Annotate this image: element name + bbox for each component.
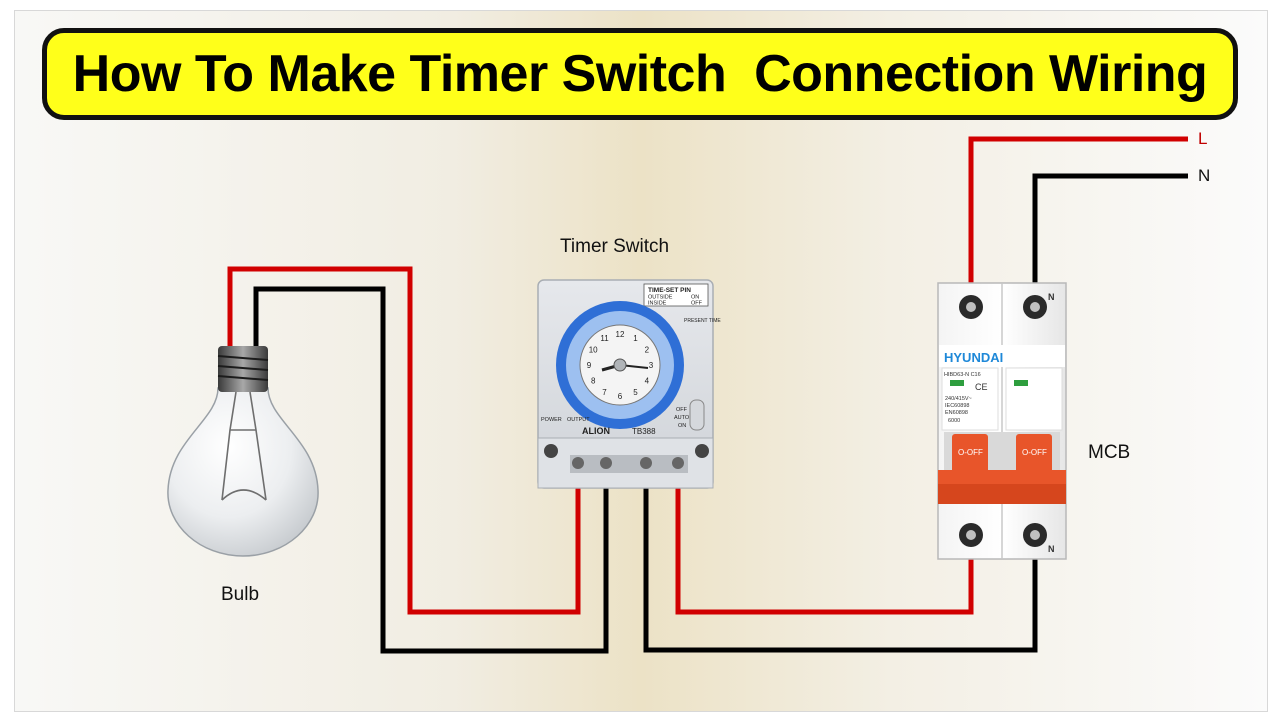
bulb-filament [221, 391, 267, 501]
timer-switch-label: Timer Switch [560, 236, 670, 257]
wire-timer-neutral-to-mcb [643, 468, 1038, 653]
bulb-label: Bulb [221, 584, 260, 605]
page-title: How To Make Timer Switch Connection Wiri… [72, 45, 1208, 103]
mcb-capacity: 6000 [948, 418, 960, 424]
timer-dial-number: 2 [645, 346, 650, 355]
mcb-standard-1: IEC60898 [945, 403, 969, 409]
timer-brand: ALION [582, 426, 610, 436]
timer-dial-number: 4 [645, 377, 650, 386]
mcb-standard-2: EN60898 [945, 410, 968, 416]
timer-switch-off: OFF [676, 407, 688, 413]
mcb-lever-left[interactable] [952, 434, 988, 474]
timer-legend-box [643, 283, 709, 307]
timer-dial-number: 10 [589, 346, 598, 355]
timer-terminals [570, 455, 688, 473]
wires [227, 136, 1188, 654]
timer-mode-switch[interactable] [689, 399, 705, 431]
timer-dial-number: 7 [602, 388, 607, 397]
timer-dial-number: 9 [587, 361, 592, 370]
mcb-lever-right-text: O-OFF [1022, 448, 1047, 457]
timer-legend-outside: OUTSIDE [648, 295, 673, 301]
mcb-label: MCB [1088, 442, 1131, 463]
supply-line-label: L [1198, 129, 1208, 148]
mcb-brand: HYUNDAI [944, 350, 1003, 365]
supply-neutral-label: N [1198, 166, 1211, 185]
bulb-icon [167, 346, 319, 557]
timer-dial-number: 6 [618, 392, 623, 401]
timer-model: TB388 [632, 427, 656, 436]
timer-dial-number: 12 [616, 330, 625, 339]
timer-legend-title: TIME-SET PIN [648, 287, 691, 294]
timer-dial-number: 3 [649, 361, 654, 370]
timer-power-label: POWER [541, 417, 562, 423]
mcb-rating: 240/415V~ [945, 396, 972, 402]
mcb-lever-left-text: O-OFF [958, 448, 983, 457]
timer-output-label: OUTPUT [567, 417, 590, 423]
timer-switch-on: ON [678, 423, 686, 429]
timer-legend-off: OFF [691, 301, 703, 307]
timer-present-time: PRESENT TIME [684, 318, 721, 324]
timer-dial-number: 11 [600, 334, 609, 343]
mcb-model: HIBD63-N C16 [944, 372, 981, 378]
timer-dial-number: 1 [633, 334, 638, 343]
mcb-lever-right[interactable] [1016, 434, 1052, 474]
wire-supply-live [968, 136, 1188, 287]
timer-legend-on: ON [691, 295, 699, 301]
mcb-ce: CE [975, 382, 988, 392]
mcb-bottom-n: N [1048, 544, 1055, 554]
wire-supply-neutral [1032, 173, 1188, 287]
wire-bulb-live [227, 266, 581, 615]
mcb-device: HYUNDAI HIBD63-N C16 CE 240/415V~ IEC608… [937, 282, 1067, 560]
bulb-threads [217, 355, 269, 381]
timer-legend-inside: INSIDE [648, 301, 667, 307]
wire-bulb-neutral [253, 286, 609, 654]
bulb-glass [167, 387, 319, 557]
timer-switch-auto: AUTO [674, 415, 690, 421]
timer-dial-number: 5 [633, 388, 638, 397]
wire-timer-live-to-mcb [675, 468, 974, 615]
timer-dial-number: 8 [591, 377, 596, 386]
mcb-top-n: N [1048, 292, 1055, 302]
title-banner: How To Make Timer Switch Connection Wiri… [42, 28, 1238, 120]
